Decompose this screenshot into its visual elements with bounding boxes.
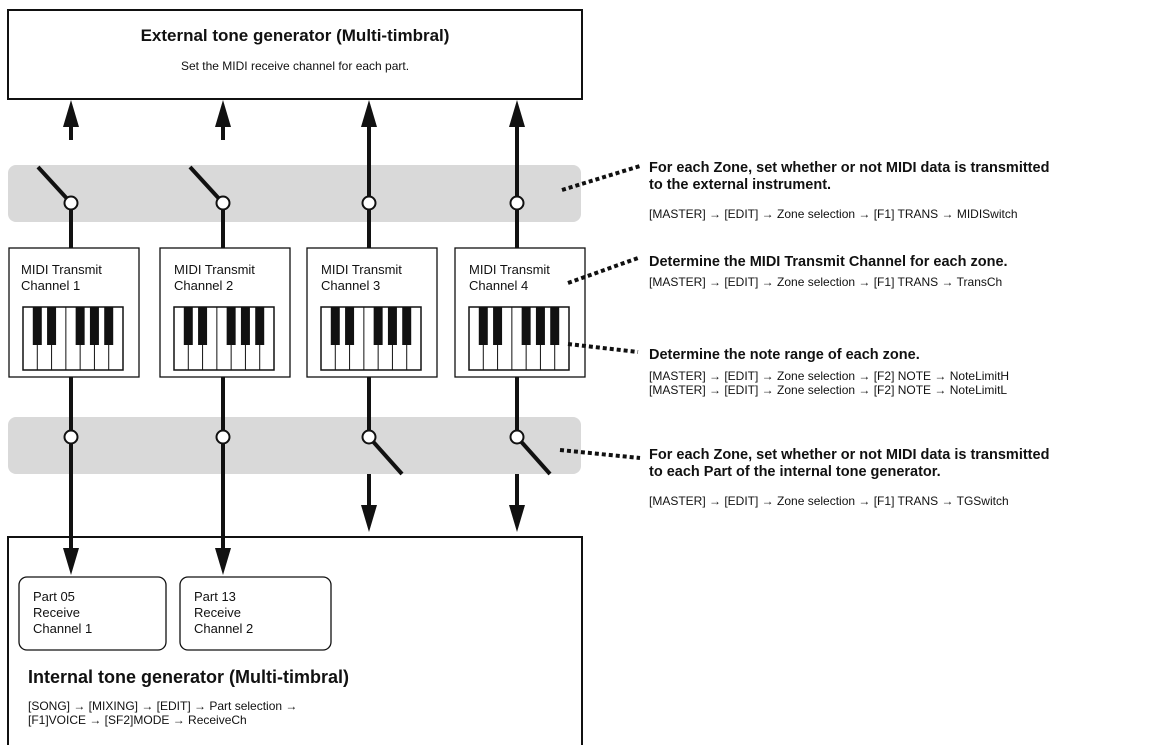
- zone-1-tg-arrow: [63, 548, 79, 575]
- part-13-label: Part 13 Receive Channel 2: [194, 589, 254, 636]
- note-tg-switch-title: For each Zone, set whether or not MIDI d…: [649, 447, 1050, 480]
- zone-4-transmit-node: [509, 195, 525, 211]
- zone-1-transmit-node: [63, 195, 79, 211]
- leader-line-3: [567, 342, 639, 354]
- black-key: [387, 307, 397, 345]
- note-range-title: Determine the note range of each zone.: [649, 347, 920, 363]
- black-key: [47, 307, 57, 345]
- part-05-box: [18, 576, 167, 651]
- note-range-path: [MASTER] → [EDIT] → Zone selection → [F2…: [649, 369, 1010, 397]
- zone-4-label: MIDI Transmit Channel 4: [469, 262, 550, 293]
- black-key: [330, 307, 340, 345]
- black-key: [75, 307, 85, 345]
- black-key: [89, 307, 99, 345]
- black-key: [198, 307, 208, 345]
- note-trans-ch-path: [MASTER] → [EDIT] → Zone selection → [F1…: [649, 275, 1003, 289]
- zone-3-tg-switch-open: [367, 435, 404, 476]
- black-key: [32, 307, 42, 345]
- leader-line-2: [567, 256, 639, 285]
- black-key: [104, 307, 114, 345]
- black-key: [550, 307, 560, 345]
- black-key: [255, 307, 265, 345]
- black-key: [183, 307, 193, 345]
- external-tg-title: External tone generator (Multi-timbral): [140, 26, 450, 45]
- leader-line-4: [559, 448, 641, 460]
- black-key: [478, 307, 488, 345]
- zone-2-transmit-switch-open: [188, 165, 225, 205]
- zone-1-tg-node: [63, 429, 79, 445]
- zone-1-label: MIDI Transmit Channel 1: [21, 262, 102, 293]
- note-trans-ch-title: Determine the MIDI Transmit Channel for …: [649, 254, 1008, 270]
- zone-4-out-arrow: [509, 100, 525, 127]
- note-midi-switch-path: [MASTER] → [EDIT] → Zone selection → [F1…: [649, 207, 1018, 221]
- zone-3-transmit-node: [361, 195, 377, 211]
- black-key: [373, 307, 383, 345]
- black-key: [521, 307, 531, 345]
- zone-1-keyboard-icon: [22, 306, 124, 371]
- zone-3-tg-stub-arrow: [361, 505, 377, 532]
- zone-1-transmit-switch-open: [36, 165, 73, 205]
- zone-4-tg-node: [509, 429, 525, 445]
- zone-3-keyboard-icon: [320, 306, 422, 371]
- zone-2-label: MIDI Transmit Channel 2: [174, 262, 255, 293]
- internal-tg-title: Internal tone generator (Multi-timbral): [28, 667, 350, 687]
- zone-2-tg-node: [215, 429, 231, 445]
- zone-2-tg-arrow: [215, 548, 231, 575]
- internal-tg-box: [7, 536, 583, 745]
- tg-switch-band: [8, 417, 581, 474]
- part-13-box: [179, 576, 332, 651]
- black-key: [240, 307, 250, 345]
- black-key: [345, 307, 355, 345]
- black-key: [493, 307, 503, 345]
- zone-2-keyboard-icon: [173, 306, 275, 371]
- black-key: [535, 307, 545, 345]
- zone-2-out-arrow: [215, 100, 231, 127]
- black-key: [226, 307, 236, 345]
- black-key: [402, 307, 412, 345]
- zone-4-tg-stub-arrow: [509, 505, 525, 532]
- external-tg-subtitle: Set the MIDI receive channel for each pa…: [180, 59, 410, 73]
- zone-4-keyboard-icon: [468, 306, 570, 371]
- zone-2-transmit-node: [215, 195, 231, 211]
- note-midi-switch-title: For each Zone, set whether or not MIDI d…: [649, 160, 1050, 193]
- external-tg-box: [7, 9, 583, 100]
- part-05-label: Part 05 Receive Channel 1: [33, 589, 93, 636]
- zone-3-label: MIDI Transmit Channel 3: [321, 262, 402, 293]
- zone-4-tg-switch-open: [515, 435, 552, 476]
- note-tg-switch-path: [MASTER] → [EDIT] → Zone selection → [F1…: [649, 494, 1009, 508]
- zone-1-out-arrow: [63, 100, 79, 127]
- zone-3-tg-node: [361, 429, 377, 445]
- zone-3-out-arrow: [361, 100, 377, 127]
- internal-tg-path: [SONG] → [MIXING] → [EDIT] → Part select…: [28, 699, 298, 727]
- transmit-switch-band: [8, 165, 581, 222]
